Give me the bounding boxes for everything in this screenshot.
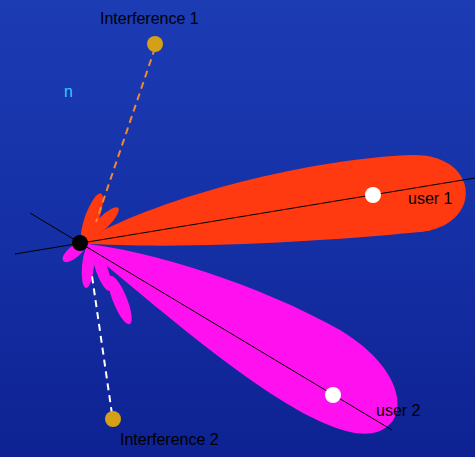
axis-line bbox=[30, 213, 392, 430]
user-dot bbox=[365, 187, 381, 203]
axis-line bbox=[15, 178, 475, 254]
main-lobe-user1 bbox=[80, 155, 466, 246]
interference-path bbox=[92, 276, 112, 414]
interference-source bbox=[105, 411, 121, 427]
user-label: user 1 bbox=[408, 190, 452, 208]
user-dot bbox=[325, 387, 341, 403]
user-label: user 2 bbox=[376, 402, 420, 420]
array-center bbox=[72, 235, 88, 251]
interference-source bbox=[147, 36, 163, 52]
interference-path bbox=[96, 48, 155, 222]
interference-label: Interference 1 bbox=[100, 10, 199, 28]
interference-label: Interference 2 bbox=[120, 431, 219, 449]
fragment-text: n bbox=[64, 83, 73, 101]
